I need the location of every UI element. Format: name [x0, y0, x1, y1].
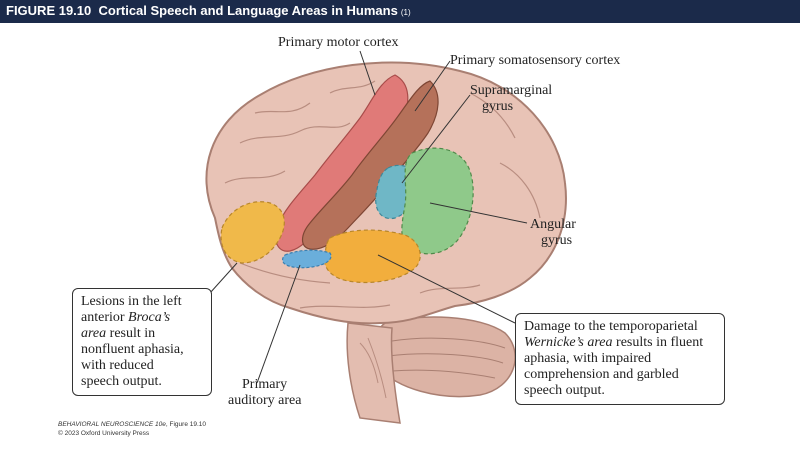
- wernicke-line-2: Wernicke’s area results in fluent: [524, 335, 704, 350]
- wernicke-line-1: Damage to the temporoparietal: [524, 319, 698, 334]
- wernicke-line-5: speech output.: [524, 383, 605, 398]
- figure-credit: BEHAVIORAL NEUROSCIENCE 10e, Figure 19.1…: [58, 420, 206, 438]
- label-primary-motor-cortex: Primary motor cortex: [278, 35, 399, 50]
- leader-lines: [191, 50, 528, 384]
- wernicke-callout: Damage to the temporoparietal Wernicke’s…: [515, 313, 725, 405]
- brainstem: [346, 322, 401, 424]
- brain-illustration: [191, 50, 567, 424]
- label-auditory-area: auditory area: [228, 393, 302, 408]
- label-supramarginal-gyrus: gyrus: [482, 99, 514, 114]
- diagram-canvas: Primary motor cortex Primary somatosenso…: [0, 23, 800, 451]
- broca-line-1: Lesions in the left: [81, 294, 182, 309]
- figure-title-text: Cortical Speech and Language Areas in Hu…: [98, 3, 398, 18]
- figure-number: FIGURE 19.10: [6, 3, 92, 18]
- figure-title: FIGURE 19.10 Cortical Speech and Languag…: [6, 3, 411, 18]
- credit-line-2: © 2023 Oxford University Press: [58, 430, 150, 437]
- primary-somatosensory-area: [301, 80, 439, 250]
- figure-header: FIGURE 19.10 Cortical Speech and Languag…: [0, 0, 800, 23]
- broca-callout: Lesions in the left anterior Broca’s are…: [72, 288, 212, 396]
- broca-area: [220, 201, 285, 264]
- cerebellum: [373, 316, 516, 398]
- label-supramarginal: Supramarginal: [470, 83, 553, 98]
- wernicke-line-3: aphasia, with impaired: [524, 351, 652, 366]
- label-angular-gyrus: gyrus: [541, 233, 573, 248]
- label-primary-somatosensory-cortex: Primary somatosensory cortex: [450, 53, 621, 68]
- label-angular: Angular: [530, 217, 576, 232]
- broca-line-3: area result in: [81, 326, 156, 341]
- label-primary: Primary: [242, 377, 288, 392]
- broca-line-6: speech output.: [81, 374, 162, 389]
- figure-marker: (1): [400, 8, 411, 17]
- broca-line-4: nonfluent aphasia,: [81, 342, 184, 357]
- angular-area: [401, 147, 474, 255]
- broca-line-5: with reduced: [81, 358, 154, 373]
- broca-line-2: anterior Broca’s: [81, 310, 171, 325]
- wernicke-line-4: comprehension and garbled: [524, 367, 679, 382]
- primary-auditory-area: [282, 249, 332, 269]
- wernicke-area: [323, 229, 421, 284]
- credit-line-1: BEHAVIORAL NEUROSCIENCE 10e, Figure 19.1…: [58, 421, 207, 428]
